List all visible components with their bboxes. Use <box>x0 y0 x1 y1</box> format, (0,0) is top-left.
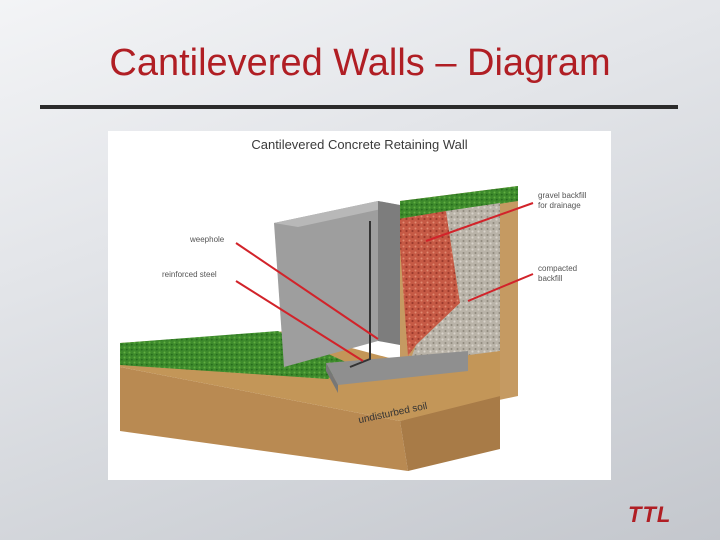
gravel-backfill-label: gravel backfill for drainage <box>538 191 586 211</box>
weephole-label: weephole <box>190 235 224 245</box>
gravel-backfill-label-line1: gravel backfill <box>538 191 586 201</box>
reinforced-steel-label: reinforced steel <box>162 270 217 280</box>
wall-stem-front <box>274 201 378 367</box>
slide-title: Cantilevered Walls – Diagram <box>0 44 720 82</box>
compacted-backfill-label: compacted backfill <box>538 264 577 284</box>
wall-stem-side <box>378 201 400 345</box>
ttl-logo: TTL <box>628 502 671 528</box>
title-divider <box>40 105 678 109</box>
retaining-wall-illustration <box>108 131 611 480</box>
compacted-backfill-label-line1: compacted <box>538 264 577 274</box>
retaining-wall-figure: Cantilevered Concrete Retaining Wall wee… <box>108 131 611 480</box>
compacted-backfill-label-line2: backfill <box>538 274 577 284</box>
figure-title: Cantilevered Concrete Retaining Wall <box>108 137 611 152</box>
gravel-backfill-label-line2: for drainage <box>538 201 586 211</box>
